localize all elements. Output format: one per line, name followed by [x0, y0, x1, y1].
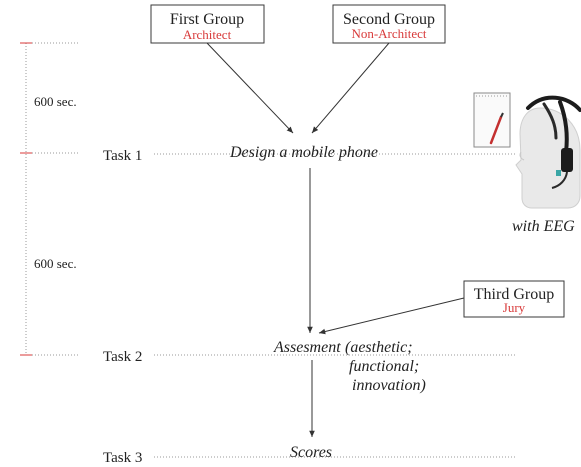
task2-detail-line-3: innovation)	[352, 377, 426, 394]
first-group-box: First Group Architect	[150, 4, 265, 44]
second-group-subtitle: Non-Architect	[351, 26, 426, 41]
task2-detail-line-1: (aesthetic;	[345, 339, 413, 356]
eeg-caption: with EEG	[512, 218, 575, 235]
first-group-subtitle: Architect	[183, 27, 232, 42]
third-group-box: Third Group Jury	[463, 280, 565, 318]
first-group-title: First Group	[170, 11, 244, 28]
second-group-title: Second Group	[343, 11, 435, 28]
second-group-box: Second Group Non-Architect	[332, 4, 446, 44]
arrow-second-to-task1	[311, 42, 390, 134]
task1-node: Design a mobile phone	[229, 144, 378, 161]
duration-label-1: 600 sec.	[34, 94, 77, 109]
task2-node: Assesment	[273, 339, 341, 356]
eeg-headset-icon	[515, 95, 581, 209]
task2-detail-line-2: functional;	[349, 358, 419, 375]
notepad-pencil-icon	[473, 92, 511, 148]
third-group-title: Third Group	[474, 286, 554, 303]
task3-node: Scores	[290, 444, 332, 461]
task1-label: Task 1	[103, 148, 142, 164]
third-group-subtitle: Jury	[503, 300, 526, 315]
task2-label: Task 2	[103, 349, 142, 365]
arrow-first-to-task1	[206, 42, 294, 134]
task3-label: Task 3	[103, 450, 142, 466]
duration-label-2: 600 sec.	[34, 256, 77, 271]
arrow-jury-to-task2	[318, 297, 465, 335]
